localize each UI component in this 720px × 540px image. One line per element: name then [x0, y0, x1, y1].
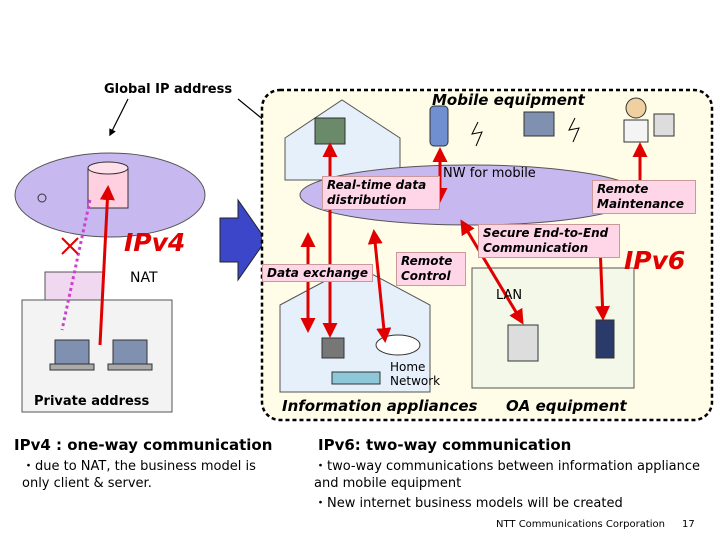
lan-label: LAN — [496, 288, 523, 303]
transition-arrow — [219, 198, 267, 282]
blocked-x-icon — [61, 237, 79, 255]
remote-maintenance-label: Remote Maintenance — [592, 180, 696, 214]
remote-control-arrow — [367, 229, 392, 343]
data-exchange-label: Data exchange — [262, 264, 373, 282]
information-appliances-label: Information appliances — [282, 397, 478, 415]
bathtub-icon — [375, 334, 421, 356]
nat-label: NAT — [130, 270, 158, 286]
mobile-equipment-label: Mobile equipment — [432, 91, 585, 109]
nat-box — [44, 271, 104, 301]
desktop-pc-icon — [507, 324, 539, 362]
ipv6-label: IPv6 — [624, 246, 686, 275]
operator-icon — [623, 97, 675, 143]
home-gateway-icon — [331, 371, 381, 385]
ipv4-label: IPv4 — [124, 228, 186, 257]
oa-equipment-label: OA equipment — [506, 397, 627, 415]
wireless-icon — [471, 121, 483, 147]
server-tower-icon — [595, 319, 615, 359]
mobile-phone-icon — [429, 105, 449, 147]
global-ip-label: Global IP address — [104, 82, 233, 97]
outbound-arrow — [98, 185, 115, 346]
monitor-icon — [314, 117, 346, 145]
secure-e2e-label: Secure End-to-End Communication — [478, 224, 620, 258]
appliance-icon — [321, 337, 345, 359]
secure-e2e-arrow — [460, 219, 524, 325]
laptop-icon — [107, 339, 153, 371]
page-number: 17 — [682, 519, 695, 530]
ipv4-heading: IPv4 : one-way communication — [14, 436, 273, 454]
ipv6-description-line1: ・two-way communications between informat… — [314, 459, 701, 491]
router-icon — [37, 193, 47, 203]
private-address-label: Private address — [34, 394, 150, 409]
laptop-icon — [49, 339, 95, 371]
blocked-path — [60, 199, 92, 331]
realtime-label: Real-time data distribution — [322, 176, 440, 210]
ipv6-description-line2: ・New internet business models will be cr… — [314, 496, 623, 511]
wireless-icon — [568, 117, 580, 143]
laptop-icon — [523, 111, 555, 137]
nw-mobile-label: NW for mobile — [443, 166, 536, 181]
global-ip-pointer — [109, 98, 129, 137]
remote-control-label: Remote Control — [396, 252, 466, 286]
ipv6-heading: IPv6: two-way communication — [318, 436, 572, 454]
company-name: NTT Communications Corporation — [496, 519, 665, 530]
home-network-label: Home Network — [390, 360, 441, 388]
ipv4-description: ・due to NAT, the business model is only … — [22, 459, 256, 491]
